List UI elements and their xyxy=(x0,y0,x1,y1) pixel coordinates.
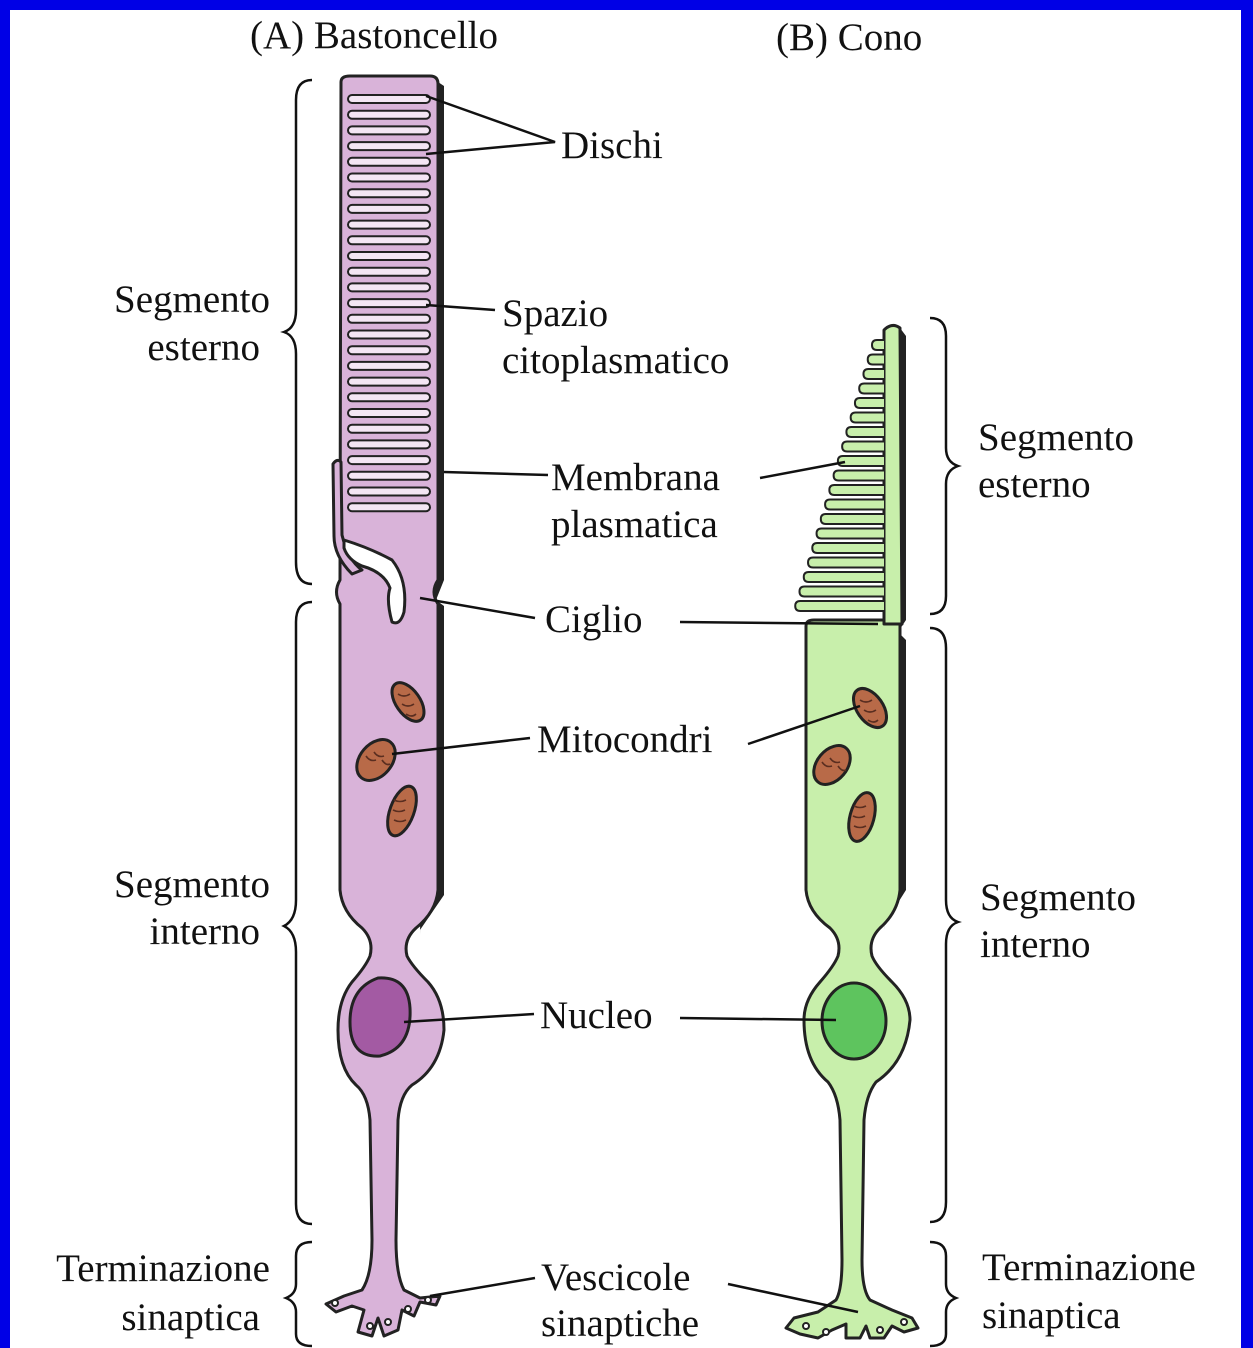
rod-heading: (A) Bastoncello xyxy=(250,14,498,57)
cone-lamella xyxy=(808,558,884,568)
rod-disc xyxy=(348,409,430,417)
rod-disc xyxy=(348,488,430,496)
rod-disc xyxy=(348,158,430,166)
rod-vesicle xyxy=(332,1300,338,1306)
label-vescicole-line1: Vescicole xyxy=(541,1256,690,1299)
left-outer-line1: Segmento xyxy=(114,278,270,321)
label-membrana-line2: plasmatica xyxy=(551,503,718,546)
rod-disc xyxy=(348,268,430,276)
rod-disc xyxy=(348,111,430,119)
rod-disc xyxy=(348,95,430,103)
label-membrana-line1: Membrana xyxy=(551,456,720,499)
rod-vesicle xyxy=(367,1323,373,1329)
cone-lamella xyxy=(800,587,885,597)
rod-disc xyxy=(348,362,430,370)
leader-membrana-rod xyxy=(444,472,548,475)
rod-disc xyxy=(348,205,430,213)
leader-vescicole-rod xyxy=(430,1278,535,1296)
rod-disc xyxy=(348,236,430,244)
rod-disc xyxy=(348,252,430,260)
rod-disc xyxy=(348,299,430,307)
cone-lamella xyxy=(846,427,884,437)
cone-outer-segment-spine xyxy=(884,325,902,624)
right-outer-line1: Segmento xyxy=(978,416,1134,459)
rod-disc xyxy=(348,378,430,386)
left-outer-line2: esterno xyxy=(147,326,260,369)
label-spazio-line1: Spazio xyxy=(502,292,608,335)
label-vescicole-line2: sinaptiche xyxy=(541,1302,699,1345)
cone-lamella xyxy=(851,413,884,423)
cone-lamella xyxy=(795,601,884,611)
label-ciglio: Ciglio xyxy=(545,598,643,641)
cone-lamella xyxy=(829,485,884,495)
cone-lamella xyxy=(868,355,884,365)
right-inner-line2: interno xyxy=(980,923,1090,966)
cone-heading: (B) Cono xyxy=(776,16,922,59)
label-mitocondri: Mitocondri xyxy=(537,718,713,761)
rod-disc xyxy=(348,472,430,480)
rod-disc xyxy=(348,189,430,197)
rod-disc xyxy=(348,425,430,433)
cone-lamella xyxy=(825,500,884,510)
cone-lamella xyxy=(817,529,884,539)
rod-disc xyxy=(348,503,430,511)
cone-lamella xyxy=(872,340,884,350)
rod-disc xyxy=(348,440,430,448)
cone-vesicle xyxy=(877,1327,883,1333)
bracket-right-inner xyxy=(930,628,958,1222)
rod-cell xyxy=(326,76,444,1336)
right-inner-line1: Segmento xyxy=(980,876,1136,919)
right-outer-line2: esterno xyxy=(978,463,1091,506)
rod-disc xyxy=(348,283,430,291)
rod-disc xyxy=(348,331,430,339)
right-synaptic-line1: Terminazione xyxy=(982,1246,1196,1289)
bracket-left-outer xyxy=(284,80,312,584)
cone-lamella xyxy=(863,369,884,379)
leader-dischi xyxy=(426,96,555,154)
rod-disc xyxy=(348,221,430,229)
rod-disc xyxy=(348,346,430,354)
cone-body xyxy=(786,620,918,1338)
cone-lamellae xyxy=(795,340,884,611)
rod-disc xyxy=(348,456,430,464)
rod-discs xyxy=(348,95,430,511)
cone-lamella xyxy=(842,442,884,452)
cone-vesicle xyxy=(823,1329,829,1335)
rod-disc xyxy=(348,393,430,401)
left-inner-line2: interno xyxy=(150,910,260,953)
cone-lamella xyxy=(812,543,884,553)
rod-disc xyxy=(348,126,430,134)
left-synaptic-line1: Terminazione xyxy=(56,1247,270,1290)
label-dischi: Dischi xyxy=(561,124,663,167)
right-synaptic-line2: sinaptica xyxy=(982,1294,1121,1337)
bracket-left-synaptic xyxy=(286,1242,312,1346)
left-synaptic-line2: sinaptica xyxy=(121,1296,260,1339)
photoreceptor-diagram: (A) Bastoncello (B) Cono Dischi Spazio c… xyxy=(10,10,1241,1348)
leader-membrana-cone xyxy=(760,462,845,478)
bracket-right-synaptic xyxy=(930,1242,956,1346)
cone-vesicle xyxy=(803,1323,809,1329)
rod-disc xyxy=(348,315,430,323)
bracket-right-outer xyxy=(930,318,958,614)
left-inner-line1: Segmento xyxy=(114,863,270,906)
cone-vesicle xyxy=(901,1319,907,1325)
label-nucleo: Nucleo xyxy=(540,994,653,1037)
label-spazio-line2: citoplasmatico xyxy=(502,339,729,382)
cone-lamella xyxy=(855,398,884,408)
cone-lamella xyxy=(834,471,884,481)
rod-disc xyxy=(348,174,430,182)
rod-vesicle xyxy=(405,1306,411,1312)
rod-disc xyxy=(348,142,430,150)
diagram-panel: (A) Bastoncello (B) Cono Dischi Spazio c… xyxy=(10,10,1241,1348)
bracket-left-inner xyxy=(284,602,312,1224)
cone-lamella xyxy=(859,384,884,394)
rod-vesicle xyxy=(385,1319,391,1325)
rod-nucleus xyxy=(350,978,410,1056)
rod-body xyxy=(326,76,444,1336)
cone-lamella xyxy=(821,514,884,524)
rod-vesicle xyxy=(425,1297,431,1303)
cone-lamella xyxy=(804,572,884,582)
